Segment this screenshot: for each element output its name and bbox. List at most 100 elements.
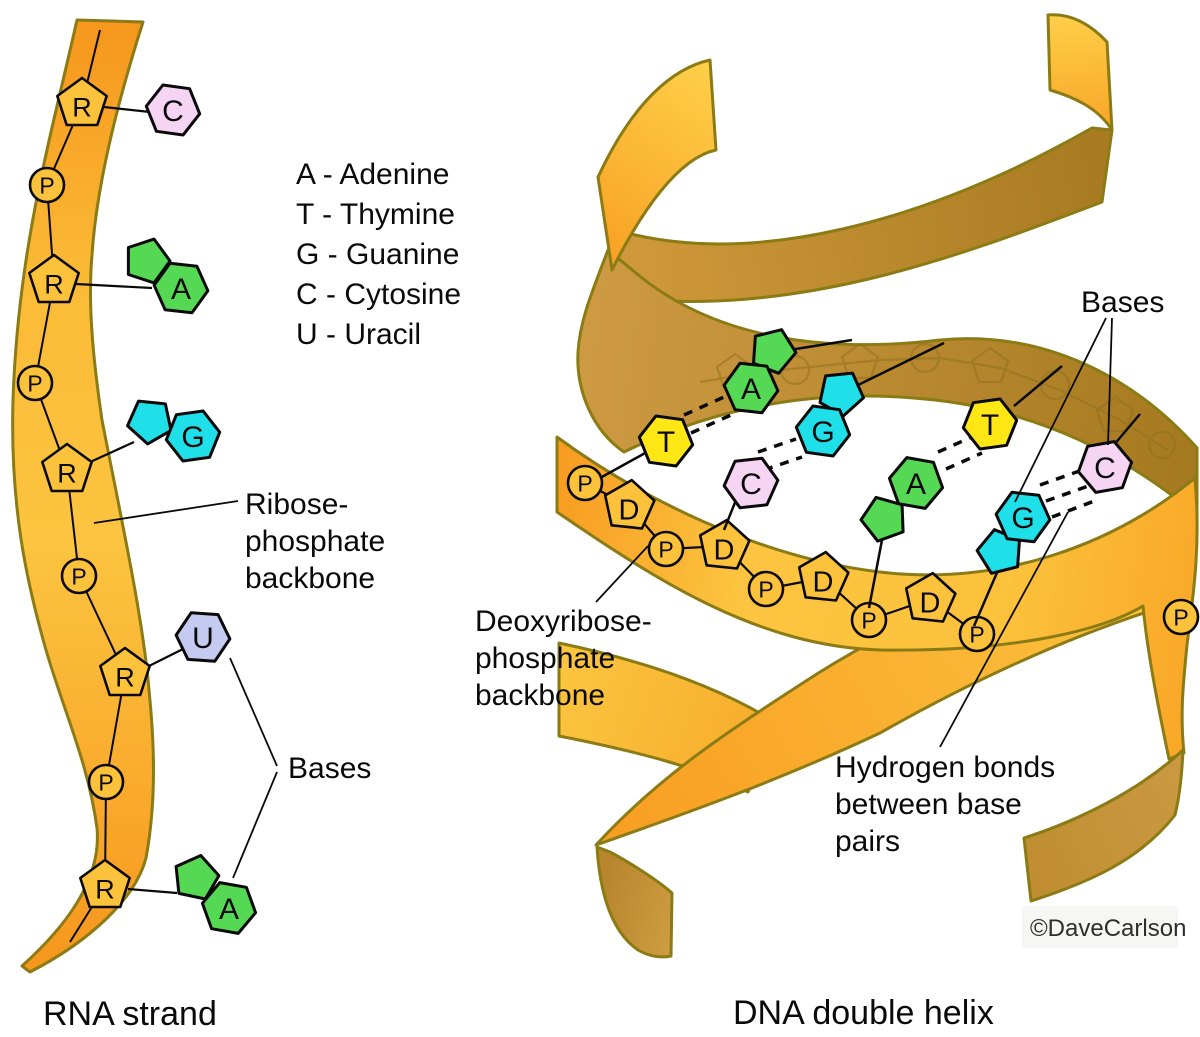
base-u: U xyxy=(174,611,232,663)
rna-bases: C A G U A xyxy=(126,83,258,935)
bases-left-leader-line-1 xyxy=(229,657,278,767)
base-t: T xyxy=(637,414,695,468)
hydrogen-bonds-leader-line xyxy=(939,511,1069,748)
dna-bases: T A C G A T G C xyxy=(637,328,1134,575)
unit-letter: D xyxy=(920,587,941,619)
backbone-unit-p: P xyxy=(566,464,604,502)
backbone-unit-p: P xyxy=(1162,598,1200,636)
base-c: C xyxy=(1076,440,1134,494)
bases-right-label: Bases xyxy=(1081,286,1164,319)
bases-right-leader-line-1 xyxy=(1014,317,1107,503)
deoxyribose-leader-line xyxy=(595,545,649,603)
base-c: C xyxy=(722,456,780,510)
base-a: A xyxy=(174,854,258,935)
unit-letter: D xyxy=(714,534,735,566)
unit-letter: P xyxy=(39,172,54,198)
backbone-unit-r: R xyxy=(55,76,108,127)
ribose-label: Ribose- phosphate backbone xyxy=(245,488,393,595)
unit-letter: A xyxy=(906,468,926,501)
unit-letter: P xyxy=(861,607,876,633)
backbone-unit-d: D xyxy=(904,571,957,623)
unit-letter: U xyxy=(192,622,214,655)
backbone-unit-p: P xyxy=(16,364,54,402)
unit-letter: R xyxy=(95,875,115,905)
rna-backbone-units: R P R P R P R P R xyxy=(16,76,151,909)
unit-letter: A xyxy=(741,373,761,406)
backbone-unit-d: D xyxy=(698,518,751,570)
unit-letter: C xyxy=(740,468,762,501)
rna-strand: R P R P R P R P R C A G U A A - Adenine T - Thymine … xyxy=(11,18,461,1033)
legend-item-uracil: U - Uracil xyxy=(296,318,421,351)
unit-letter: P xyxy=(98,769,113,795)
unit-letter: P xyxy=(71,563,86,589)
ribose-leader-line xyxy=(93,500,239,524)
legend-item-thymine: T - Thymine xyxy=(296,198,455,231)
unit-letter: P xyxy=(27,370,42,396)
base-g: G xyxy=(126,399,222,463)
base-c: C xyxy=(144,83,202,137)
dna-upper-band xyxy=(607,126,1114,303)
unit-letter: D xyxy=(619,494,640,526)
unit-letter: C xyxy=(1094,452,1116,485)
backbone-unit-p: P xyxy=(60,557,98,595)
dna-caption: DNA double helix xyxy=(733,994,994,1032)
unit-letter: R xyxy=(72,93,92,123)
unit-letter: P xyxy=(758,576,773,602)
unit-letter: P xyxy=(1173,604,1188,630)
dna-front-band xyxy=(555,435,1199,761)
legend-item-guanine: G - Guanine xyxy=(296,238,459,271)
rna-ribbon xyxy=(11,18,155,974)
base-g: G xyxy=(975,490,1052,575)
rna-leader-lines xyxy=(93,500,278,879)
backbone-unit-p: P xyxy=(87,763,125,801)
unit-letter: G xyxy=(1011,502,1034,535)
backbone-unit-p: P xyxy=(850,601,888,639)
unit-letter: G xyxy=(811,416,834,449)
unit-letter: R xyxy=(115,663,135,693)
backbone-unit-r: R xyxy=(79,858,131,909)
unit-letter: R xyxy=(57,459,77,489)
backbone-unit-d: D xyxy=(797,550,850,602)
dna-back-band xyxy=(576,248,1199,517)
unit-letter: P xyxy=(577,470,592,496)
watermark-background xyxy=(1022,906,1178,948)
backbone-unit-p: P xyxy=(28,166,66,204)
watermark: ©DaveCarlson xyxy=(1030,915,1186,942)
unit-letter: T xyxy=(657,426,675,459)
base-g: G xyxy=(794,371,865,458)
unit-letter: D xyxy=(813,566,834,598)
dna-leader-lines xyxy=(595,317,1113,748)
legend-item-adenine: A - Adenine xyxy=(296,158,449,191)
unit-letter: G xyxy=(181,421,204,454)
unit-letter: T xyxy=(981,409,999,442)
unit-letter: A xyxy=(171,273,191,306)
backbone-unit-r: R xyxy=(40,442,93,493)
bases-left-leader-line-2 xyxy=(232,771,278,879)
base-a: A xyxy=(859,456,945,543)
rna-base-connector-lines xyxy=(75,105,184,895)
backbone-unit-r: R xyxy=(99,646,151,697)
dna-right-curl xyxy=(1046,13,1114,132)
backbone-unit-p: P xyxy=(747,570,785,608)
base-t: T xyxy=(961,397,1019,451)
legend: A - Adenine T - Thymine G - Guanine C - … xyxy=(296,158,461,351)
dna-bottom-right-hook xyxy=(1022,748,1185,903)
bases-left-label: Bases xyxy=(288,752,371,785)
unit-letter: P xyxy=(969,621,984,647)
dna-left-curl xyxy=(596,58,718,272)
backbone-unit-r: R xyxy=(27,253,80,304)
rna-caption: RNA strand xyxy=(43,995,217,1033)
base-a: A xyxy=(722,328,798,415)
backbone-unit-p: P xyxy=(647,530,685,568)
base-a: A xyxy=(126,237,210,315)
deoxyribose-label: Deoxyribose- phosphate backbone xyxy=(475,605,660,712)
unit-letter: P xyxy=(658,536,673,562)
unit-letter: C xyxy=(162,95,184,128)
backbone-unit-d: D xyxy=(603,478,656,530)
unit-letter: R xyxy=(44,270,64,300)
hydrogen-bonds-label: Hydrogen bonds between base pairs xyxy=(835,751,1064,858)
